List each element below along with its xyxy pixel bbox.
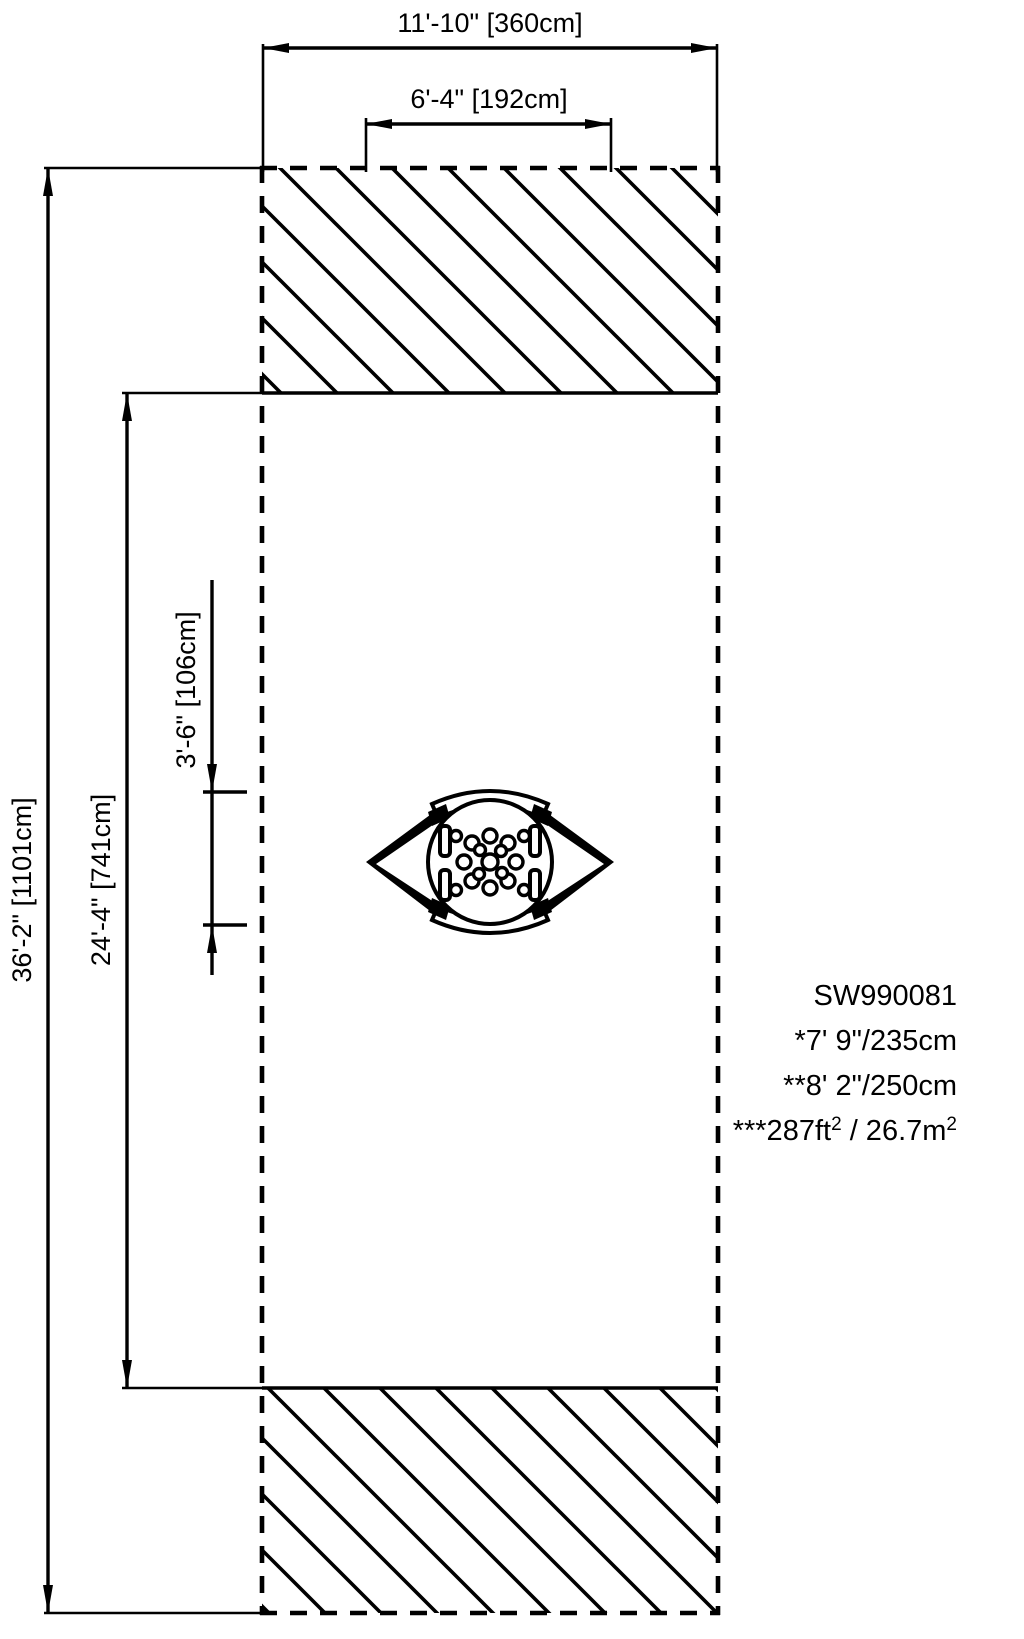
note-line-2: **8' 2"/250cm bbox=[783, 1070, 957, 1102]
chair-arms bbox=[366, 812, 614, 914]
center-table-symbol bbox=[366, 789, 614, 935]
dimension-detail-height: 3'-6" [106cm] bbox=[171, 580, 247, 975]
dimension-label-overall-width: 11'-10" [360cm] bbox=[397, 8, 582, 38]
dimension-overall-width: 11'-10" [360cm] bbox=[261, 8, 719, 172]
notes-block: SW990081 *7' 9"/235cm **8' 2"/250cm ***2… bbox=[733, 980, 957, 1147]
open-floor-area-edges bbox=[262, 391, 718, 1390]
table-centerpiece bbox=[448, 827, 532, 898]
chair-right bbox=[528, 824, 542, 902]
note-line-3-mid: / 26.7m bbox=[842, 1115, 947, 1147]
dimension-label-overall-length: 36'-2" [1101cm] bbox=[7, 797, 37, 982]
note-line-3-prefix: ***287ft bbox=[733, 1115, 831, 1147]
dimension-label-detail-height: 3'-6" [106cm] bbox=[171, 611, 201, 768]
note-line-3-sup1: 2 bbox=[831, 1114, 842, 1135]
hatched-area-top bbox=[262, 168, 718, 394]
dimension-inner-length: 24'-4" [741cm] bbox=[86, 391, 266, 1390]
dimension-label-inner-length: 24'-4" [741cm] bbox=[86, 794, 116, 966]
hatched-area-bottom bbox=[262, 1388, 718, 1613]
note-line-1: *7' 9"/235cm bbox=[794, 1025, 957, 1057]
dimension-inner-width: 6'-4" [192cm] bbox=[364, 84, 613, 172]
dimension-overall-length: 36'-2" [1101cm] bbox=[7, 166, 266, 1615]
note-model-code: SW990081 bbox=[814, 980, 958, 1012]
note-line-3: ***287ft2 / 26.7m2 bbox=[733, 1114, 957, 1147]
dimension-label-inner-width: 6'-4" [192cm] bbox=[410, 84, 567, 114]
chair-left bbox=[438, 824, 452, 902]
building-outline-dashed bbox=[259, 165, 721, 1616]
note-line-3-sup2: 2 bbox=[946, 1114, 957, 1135]
